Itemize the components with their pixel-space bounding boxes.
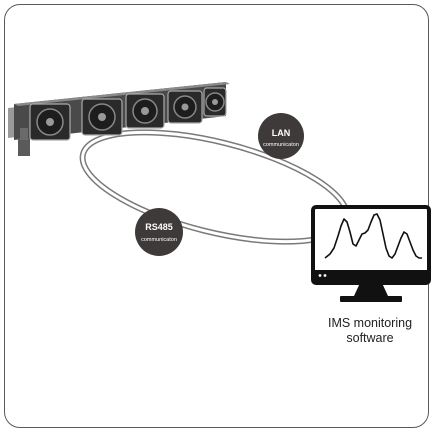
software-caption-line1: IMS monitoring bbox=[327, 316, 413, 330]
waveform-line bbox=[324, 213, 422, 259]
fan-icon bbox=[81, 98, 123, 136]
lan-node-title: LAN bbox=[272, 128, 291, 138]
monitor-icon bbox=[311, 205, 431, 302]
software-caption-line2: software bbox=[346, 331, 394, 345]
rs485-node-title: RS485 bbox=[145, 222, 173, 232]
fan-icon bbox=[29, 103, 71, 141]
rs485-node: RS485 communicaton bbox=[135, 208, 183, 256]
software-caption: IMS monitoring software bbox=[300, 316, 435, 346]
lan-node: LAN communicaton bbox=[258, 113, 304, 159]
fan-icon bbox=[167, 90, 203, 124]
lan-node-subtitle: communicaton bbox=[263, 142, 299, 148]
fan-icon bbox=[125, 93, 165, 129]
heater-unit-device bbox=[8, 82, 230, 156]
fan-icon bbox=[203, 87, 227, 117]
rs485-node-subtitle: communicaton bbox=[141, 237, 177, 243]
